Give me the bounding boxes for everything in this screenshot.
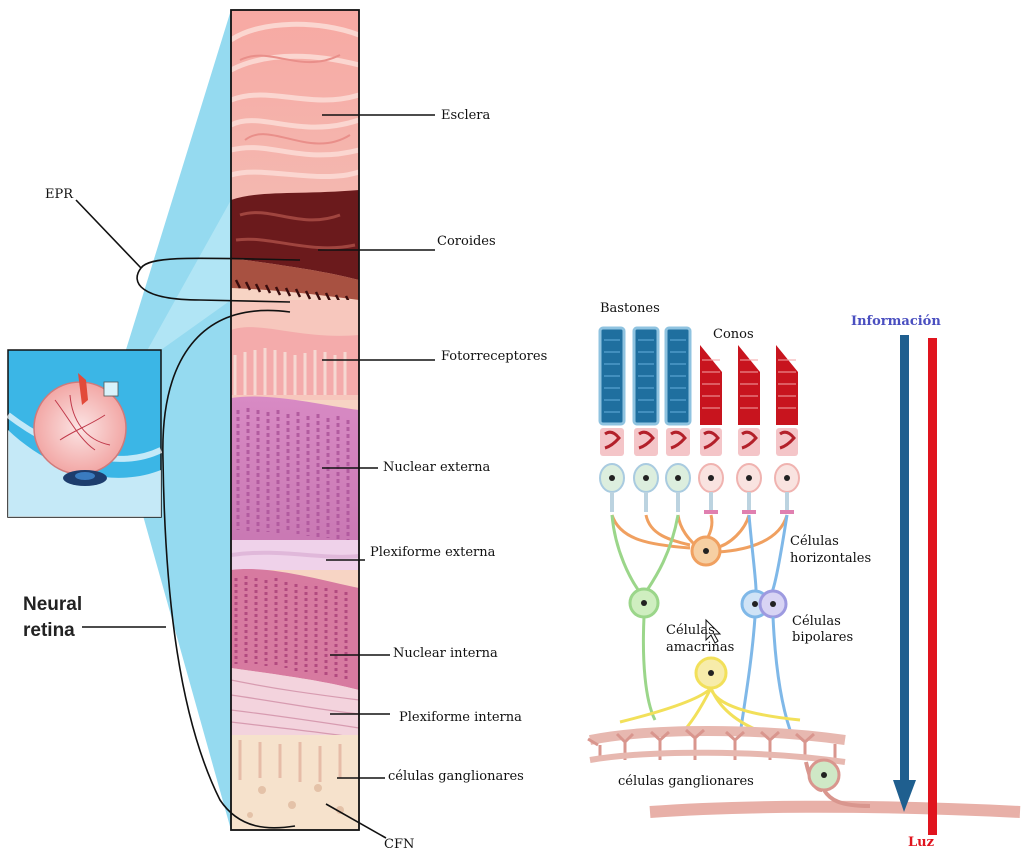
label-neural-line2: retina [23,620,75,641]
label-amacrinas-2: amacrinas [666,640,734,655]
cone-cells [700,345,798,425]
label-horizontales-2: horizontales [790,551,871,566]
label-celulas-ganglionares-right: células ganglionares [618,774,754,789]
neuron-circuit [588,328,1020,812]
photoreceptor-bodies [600,464,799,512]
inner-segments [600,428,798,456]
label-horizontales-1: Células [790,534,839,549]
eye-inset [8,350,161,517]
label-fotorreceptores: Fotorreceptores [441,349,547,364]
flow-arrows [893,335,937,835]
label-cfn: CFN [384,837,414,852]
label-neural-line1: Neural [23,594,82,615]
label-informacion: Información [851,314,941,329]
label-bipolares-2: bipolares [792,630,853,645]
horizontal-cell [612,515,787,565]
ganglion-cells [588,730,1020,812]
label-esclera: Esclera [441,108,491,123]
label-amacrinas-1: Células [666,623,715,638]
label-nuclear-externa: Nuclear externa [383,460,491,475]
label-nuclear-interna: Nuclear interna [393,646,498,661]
label-plexiforme-externa: Plexiforme externa [370,545,496,560]
label-luz: Luz [908,835,934,850]
label-coroides: Coroides [437,234,496,249]
label-epr: EPR [45,187,74,202]
label-bastones: Bastones [600,301,660,316]
label-plexiforme-interna: Plexiforme interna [399,710,522,725]
label-conos: Conos [713,327,754,342]
information-arrow [900,335,909,785]
retina-section [231,10,359,830]
label-bipolares-1: Células [792,614,841,629]
light-arrow [928,338,937,835]
label-celulas-ganglionares-left: células ganglionares [388,769,524,784]
rod-cells [600,328,690,424]
